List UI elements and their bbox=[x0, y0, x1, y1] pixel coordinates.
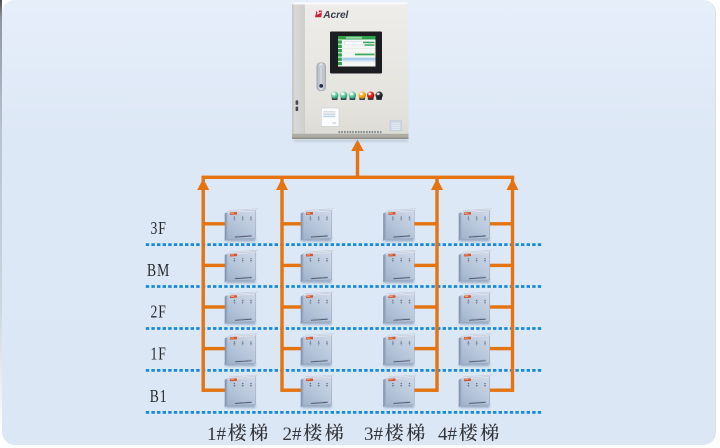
svg-text:Acrel: Acrel bbox=[322, 10, 348, 21]
svg-text:B1: B1 bbox=[150, 387, 168, 406]
svg-text:1#: 1# bbox=[207, 424, 227, 445]
svg-text:2F: 2F bbox=[150, 303, 166, 322]
svg-text:3F: 3F bbox=[150, 219, 166, 238]
svg-text:2#: 2# bbox=[283, 424, 303, 445]
svg-text:BM: BM bbox=[147, 261, 170, 280]
svg-text:1F: 1F bbox=[150, 345, 166, 364]
svg-text:4#: 4# bbox=[438, 424, 458, 445]
svg-text:3#: 3# bbox=[364, 424, 384, 445]
